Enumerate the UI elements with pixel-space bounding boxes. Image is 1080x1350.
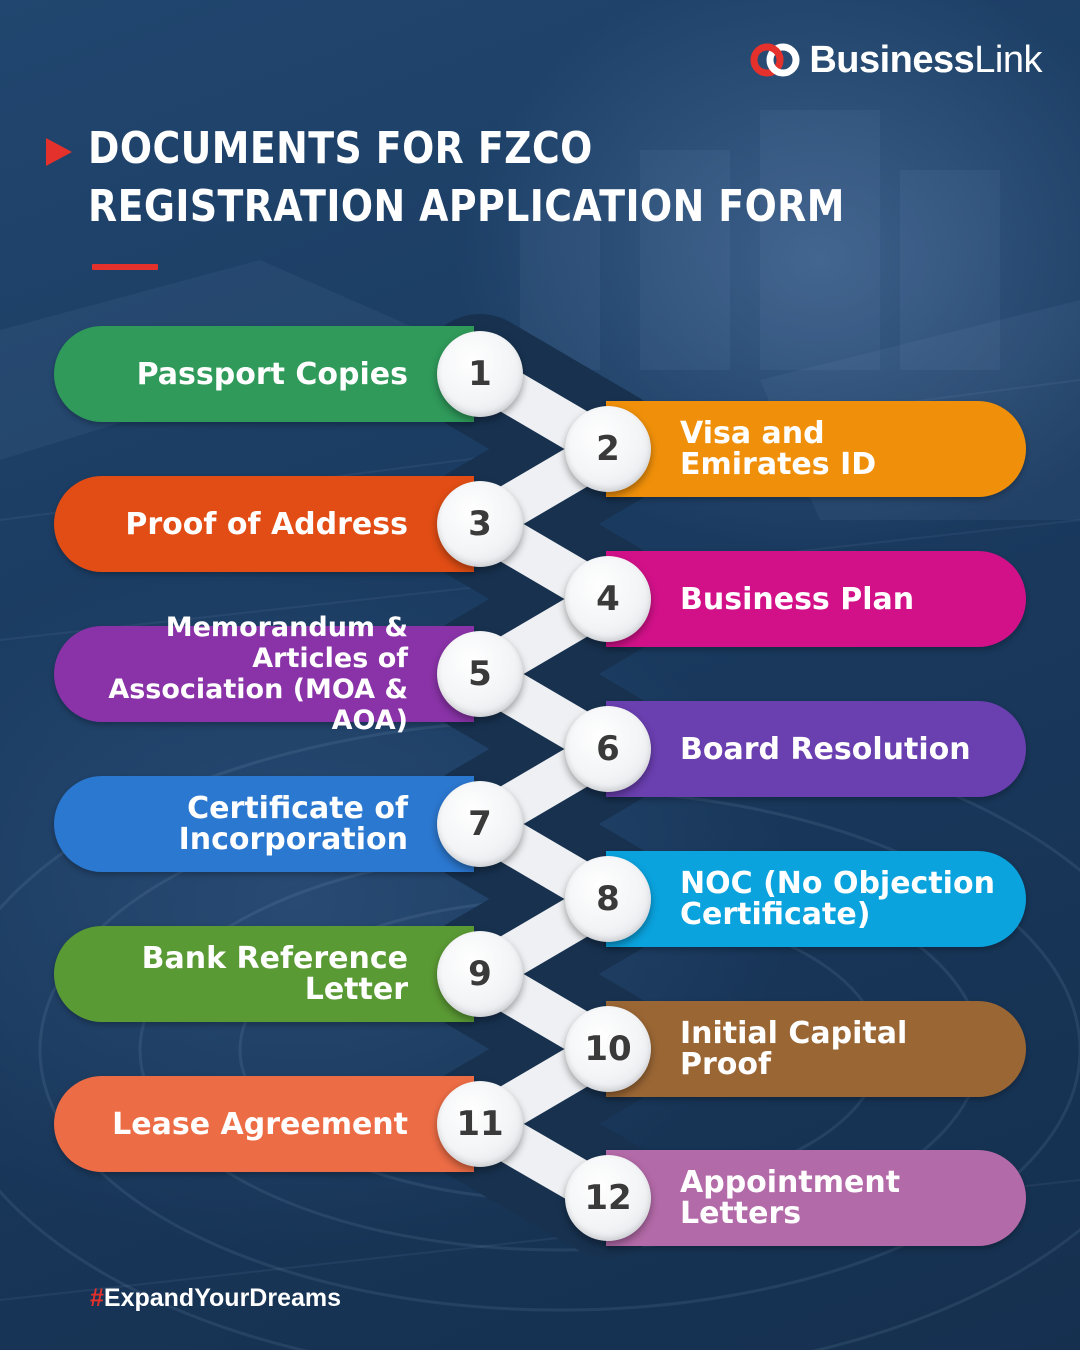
step-5-number: 5 [437, 631, 523, 717]
page-title: DOCUMENTS FOR FZCO REGISTRATION APPLICAT… [88, 120, 862, 236]
step-5-card: Memorandum & Articles of Association (MO… [54, 612, 474, 736]
step-6-number: 6 [565, 706, 651, 792]
title-arrow-icon [46, 138, 72, 166]
step-6-label: Board Resolution [680, 731, 971, 767]
page-title-line-1: DOCUMENTS FOR FZCO [88, 123, 593, 174]
step-10-number: 10 [565, 1006, 651, 1092]
step-2-number: 2 [565, 406, 651, 492]
step-9-number: 9 [437, 931, 523, 1017]
page-title-line-2: REGISTRATION APPLICATION FORM [88, 181, 845, 232]
step-1-number: 1 [437, 331, 523, 417]
brand-name: BusinessLink [809, 39, 1042, 82]
step-2-label: Visa and Emirates ID [680, 416, 877, 482]
step-11-card: Lease Agreement [54, 1076, 474, 1172]
step-1-card: Passport Copies [54, 326, 474, 422]
step-6-card: Board Resolution [606, 701, 1026, 797]
step-4-card: Business Plan [606, 551, 1026, 647]
brand-name-light: Link [974, 38, 1042, 81]
hashtag-text: ExpandYourDreams [103, 1284, 342, 1312]
step-3-number: 3 [437, 481, 523, 567]
step-12-label: Appointment Letters [680, 1165, 901, 1231]
step-11-number: 11 [437, 1081, 523, 1167]
step-11-label: Lease Agreement [112, 1106, 408, 1142]
interlocked-rings-logo-icon [750, 43, 800, 77]
step-8-number: 8 [565, 856, 651, 942]
step-3-card: Proof of Address [54, 476, 474, 572]
step-5-label: Memorandum & Articles of Association (MO… [108, 612, 408, 736]
step-7-number: 7 [437, 781, 523, 867]
step-3-label: Proof of Address [125, 506, 408, 542]
step-7-card: Certificate of Incorporation [54, 776, 474, 872]
step-2-card: Visa and Emirates ID [606, 401, 1026, 497]
step-4-number: 4 [565, 556, 651, 642]
step-8-label: NOC (No Objection Certificate) [680, 866, 995, 932]
step-12-number: 12 [565, 1155, 651, 1241]
step-10-label: Initial Capital Proof [680, 1016, 908, 1082]
brand-logo: BusinessLink [749, 38, 1042, 82]
footer-hashtag: #ExpandYourDreams [90, 1284, 341, 1313]
title-underline [92, 264, 158, 270]
step-12-card: Appointment Letters [606, 1150, 1026, 1246]
step-1-label: Passport Copies [136, 356, 408, 392]
step-9-card: Bank Reference Letter [54, 926, 474, 1022]
hashtag-symbol: # [90, 1284, 104, 1312]
step-8-card: NOC (No Objection Certificate) [606, 851, 1026, 947]
brand-name-bold: Business [809, 38, 975, 81]
step-9-label: Bank Reference Letter [141, 941, 408, 1007]
step-7-label: Certificate of Incorporation [178, 791, 408, 857]
step-4-label: Business Plan [680, 581, 915, 617]
step-10-card: Initial Capital Proof [606, 1001, 1026, 1097]
